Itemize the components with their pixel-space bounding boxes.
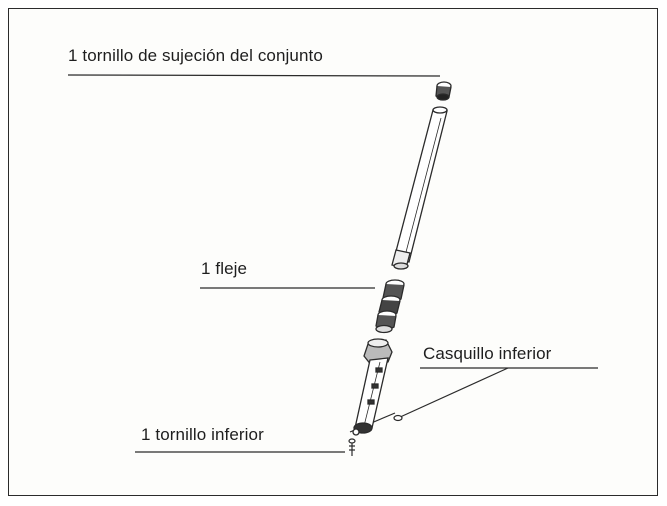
fork-lower-leg (352, 338, 393, 436)
label-spring-clip: 1 fleje (201, 259, 248, 278)
diagram-frame (8, 8, 658, 496)
label-lower-bushing: Casquillo inferior (423, 344, 552, 363)
label-assembly-screw: 1 tornillo de sujeción del conjunto (68, 46, 323, 65)
spring-stack (375, 279, 405, 334)
label-lower-screw: 1 tornillo inferior (141, 425, 264, 444)
lower-bushing-part (393, 414, 403, 422)
lower-screw-part (348, 438, 356, 456)
assembly-screw-part (435, 81, 452, 101)
leader-assembly-screw (67, 74, 441, 77)
fork-tube (391, 106, 448, 270)
leader-lower-bushing-diag (397, 367, 509, 419)
